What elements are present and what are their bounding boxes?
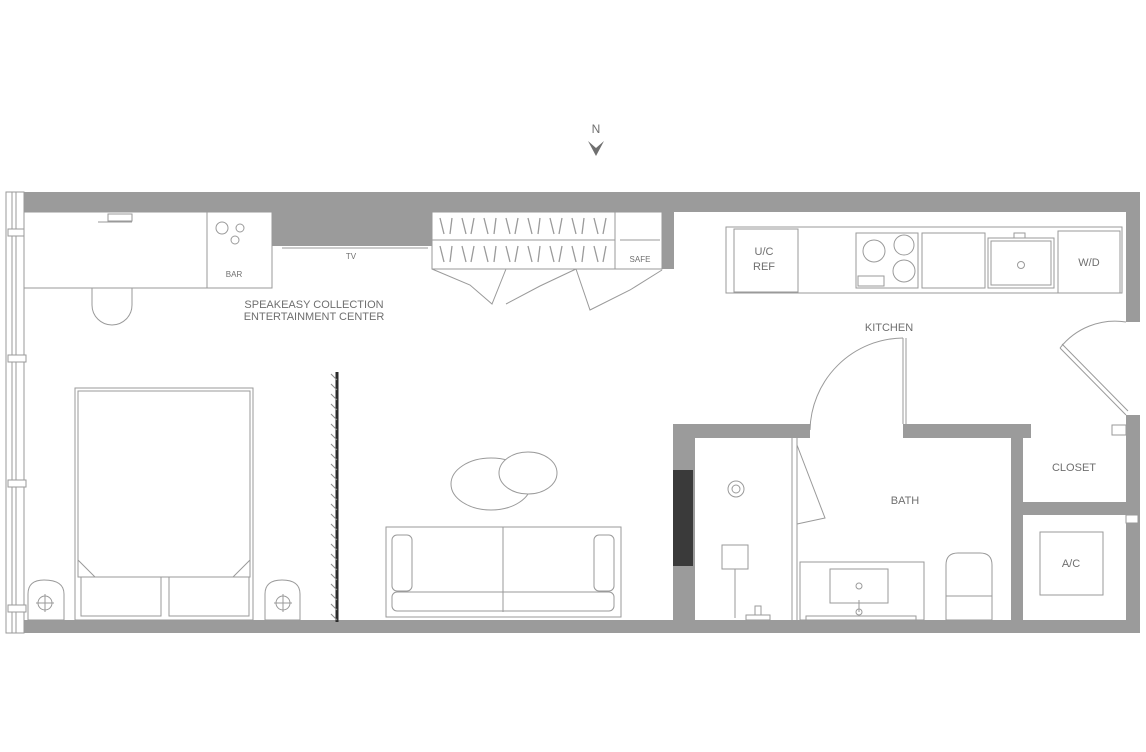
north-compass: N (588, 122, 604, 156)
exterior-walls (5, 191, 1140, 634)
wardrobe: SAFE (431, 211, 663, 311)
partition-screen (330, 372, 339, 622)
safe-label: SAFE (630, 255, 651, 264)
kitchen-counter: U/C REF W/D (725, 226, 1123, 294)
bar-counter: BAR (23, 211, 273, 326)
bath-label: BATH (891, 495, 920, 507)
closet: CLOSET (1052, 424, 1127, 474)
tv-label: TV (346, 252, 357, 261)
washer-dryer-label: W/D (1078, 257, 1099, 269)
fridge-label-line1: U/C (755, 246, 774, 258)
compass-arrow-icon (588, 141, 604, 156)
entry-door (1059, 320, 1129, 416)
bed (74, 387, 254, 621)
coffee-tables (450, 451, 558, 511)
kitchen-label: KITCHEN (865, 322, 913, 334)
ac-label: A/C (1062, 558, 1080, 570)
entertainment-line2: ENTERTAINMENT CENTER (244, 311, 385, 323)
ac-unit: A/C (1039, 514, 1139, 596)
bar-label: BAR (226, 270, 243, 279)
toilet (945, 552, 993, 621)
entertainment-center: SPEAKEASY COLLECTION ENTERTAINMENT CENTE… (244, 299, 385, 323)
interior-walls (272, 212, 1140, 633)
vanity (799, 561, 925, 621)
closet-label: CLOSET (1052, 462, 1096, 474)
shower (721, 438, 826, 621)
tv-unit: TV (282, 247, 428, 261)
sofa (385, 526, 622, 618)
fridge-label-line2: REF (753, 261, 775, 273)
bath-door (809, 337, 907, 431)
nightstand-right (264, 579, 301, 621)
compass-label: N (592, 122, 601, 136)
nightstand-left (27, 579, 65, 621)
entertainment-line1: SPEAKEASY COLLECTION (244, 299, 383, 311)
